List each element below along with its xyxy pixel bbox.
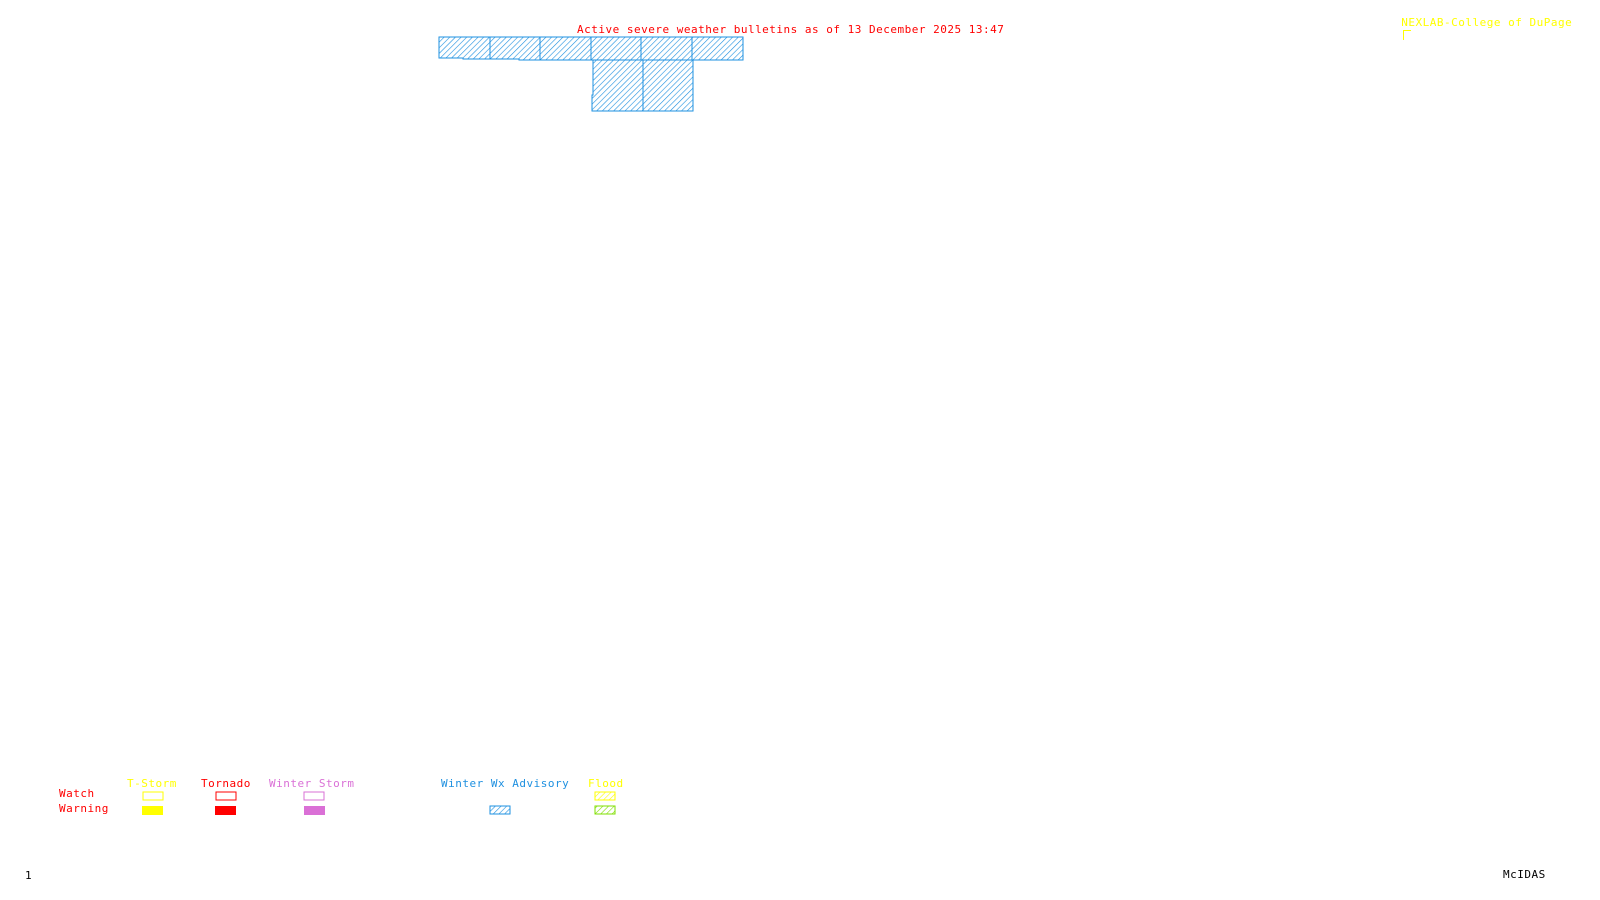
legend-tstorm-warning [142,806,163,815]
frame-number: 1 [25,869,33,882]
software-label: McIDAS [1503,868,1546,881]
advisory-polygons [438,36,744,112]
legend-label-flood: Flood [588,777,624,790]
legend-flood-watch [594,791,616,801]
legend-winter-wx-advisory [489,805,511,815]
legend-tornado-warning [215,806,236,815]
legend-label-winter-wx-advisory: Winter Wx Advisory [441,777,570,790]
legend-tstorm-watch [142,791,164,801]
legend-swatches [142,791,616,815]
bulletin-title: Active severe weather bulletins as of 13… [577,23,1005,36]
advisory-zone[interactable] [642,59,694,112]
advisory-zone[interactable] [539,36,592,61]
advisory-zone[interactable] [591,59,644,112]
legend-row-warning: Warning [59,802,109,815]
legend-winter-storm-watch [303,791,325,801]
advisory-zone[interactable] [489,36,541,61]
credit-text: NEXLAB-College of DuPage [1401,16,1573,29]
advisory-zone[interactable] [590,36,642,61]
cursor-arrow-icon [1403,30,1412,40]
legend-tornado-watch [215,791,237,801]
legend-winter-storm-warning [304,806,325,815]
credit-label: NEXLAB-College of DuPage [1387,5,1572,42]
legend-row-watch: Watch [59,787,95,800]
advisory-zone[interactable] [640,36,693,61]
legend-label-winter-storm: Winter Storm [269,777,355,790]
legend-flood-warning [594,805,616,815]
advisory-zone[interactable] [691,36,744,61]
advisory-zone[interactable] [438,36,491,60]
legend-label-tornado: Tornado [201,777,251,790]
legend-label-tstorm: T-Storm [127,777,177,790]
